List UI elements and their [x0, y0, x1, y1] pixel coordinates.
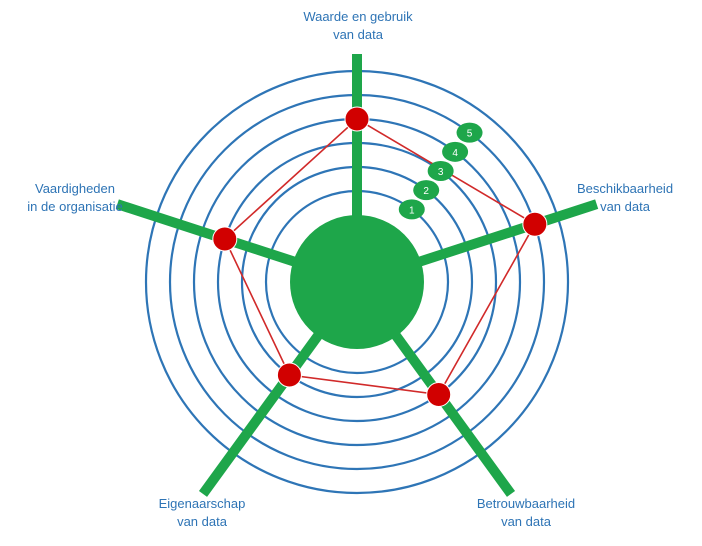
point-group — [212, 106, 548, 407]
scale-badge-label-1: 1 — [409, 205, 415, 216]
scale-badge-5 — [456, 122, 483, 143]
axis-label-waarde: Waarde en gebruik van data — [263, 8, 453, 44]
scale-badge-label-4: 4 — [452, 148, 458, 159]
scale-badge-4 — [442, 141, 469, 162]
axis-label-beschikbaarheid: Beschikbaarheid van data — [555, 180, 695, 216]
axis-label-line2: van data — [333, 27, 383, 42]
axis-label-line2: van data — [600, 199, 650, 214]
axis-label-betrouwbaarheid: Betrouwbaarheid van data — [446, 495, 606, 531]
polygon-group — [223, 118, 536, 396]
data-point-2 — [522, 211, 548, 237]
scale-badge-label-5: 5 — [467, 129, 473, 140]
data-point-4 — [276, 362, 302, 388]
axis-label-line2: in de organisatie — [27, 199, 123, 214]
axis-label-line1: Betrouwbaarheid — [476, 496, 576, 511]
data-point-3 — [426, 381, 452, 407]
axis-label-line1: Eigenaarschap — [158, 496, 246, 511]
scale-badge-label-2: 2 — [423, 186, 429, 197]
axis-label-line1: Beschikbaarheid — [576, 181, 674, 196]
axis-label-line1: Vaardigheden — [35, 181, 115, 196]
data-point-5 — [212, 226, 238, 252]
scale-badge-label-3: 3 — [438, 167, 444, 178]
axis-label-line2: van data — [501, 514, 551, 529]
scale-badge-2 — [413, 180, 440, 201]
scale-badge-3 — [427, 160, 454, 181]
scale-badge-1 — [398, 199, 425, 220]
axis-label-vaardigheden: Vaardigheden in de organisatie — [0, 180, 150, 216]
axis-label-line1: Waarde en gebruik — [303, 9, 413, 24]
data-point-1 — [344, 106, 370, 132]
value-polygon — [223, 118, 536, 396]
center-disk — [290, 215, 424, 349]
axis-label-line2: van data — [177, 514, 227, 529]
axis-label-eigenaarschap: Eigenaarschap van data — [132, 495, 272, 531]
